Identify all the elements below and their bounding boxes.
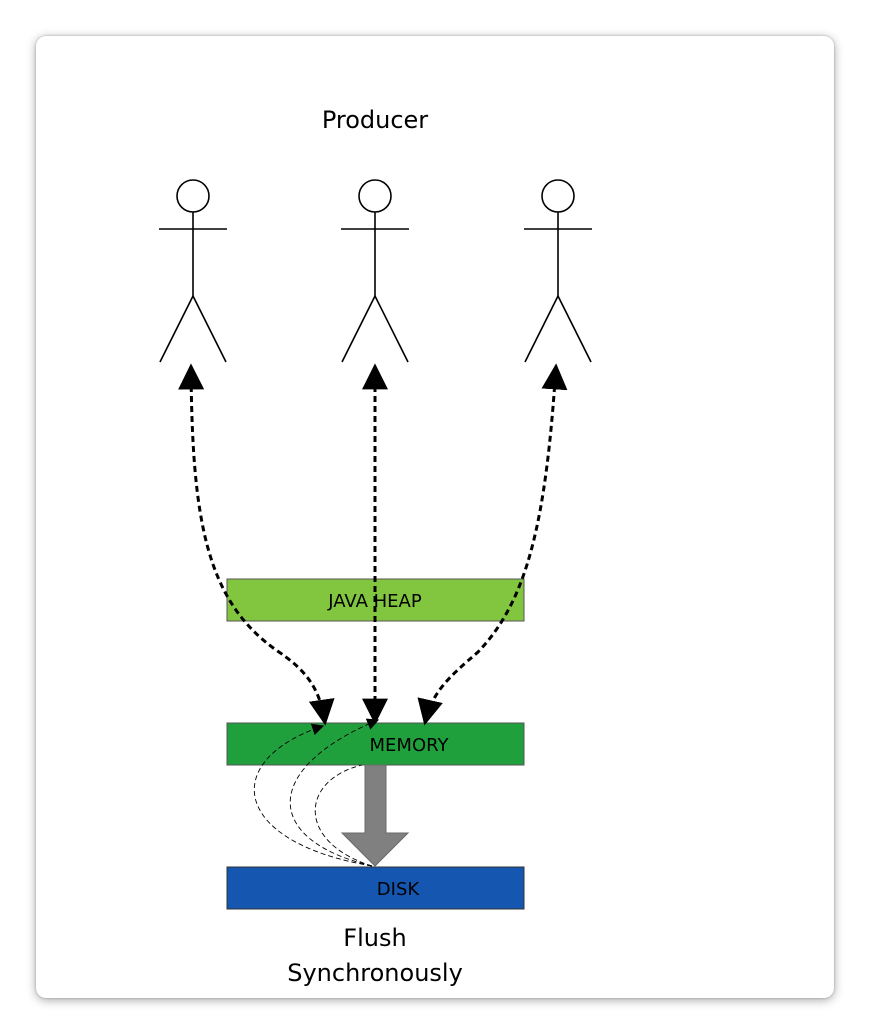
return-arrow-1: [253, 723, 373, 867]
memory-label: MEMORY: [370, 735, 450, 756]
producer-figure-3: [524, 179, 592, 363]
flush-label-line-1: Flush: [343, 924, 406, 952]
disk-box: DISK: [226, 866, 525, 910]
return-arrow-3: [314, 764, 373, 867]
producer-figure-1: [159, 179, 227, 363]
memory-box: MEMORY: [226, 722, 525, 766]
producer-title: Producer: [322, 106, 428, 134]
disk-label: DISK: [377, 879, 421, 900]
producer-figure-2: [341, 179, 409, 363]
flush-label-line-2: Synchronously: [287, 959, 463, 987]
producer-memory-arrows: [178, 363, 568, 726]
flush-arrow: [340, 764, 410, 867]
return-arrow-2: [289, 718, 380, 867]
arrow-producer-1: [178, 363, 335, 726]
arrow-producer-3: [417, 363, 568, 726]
return-arrows: [253, 718, 380, 867]
